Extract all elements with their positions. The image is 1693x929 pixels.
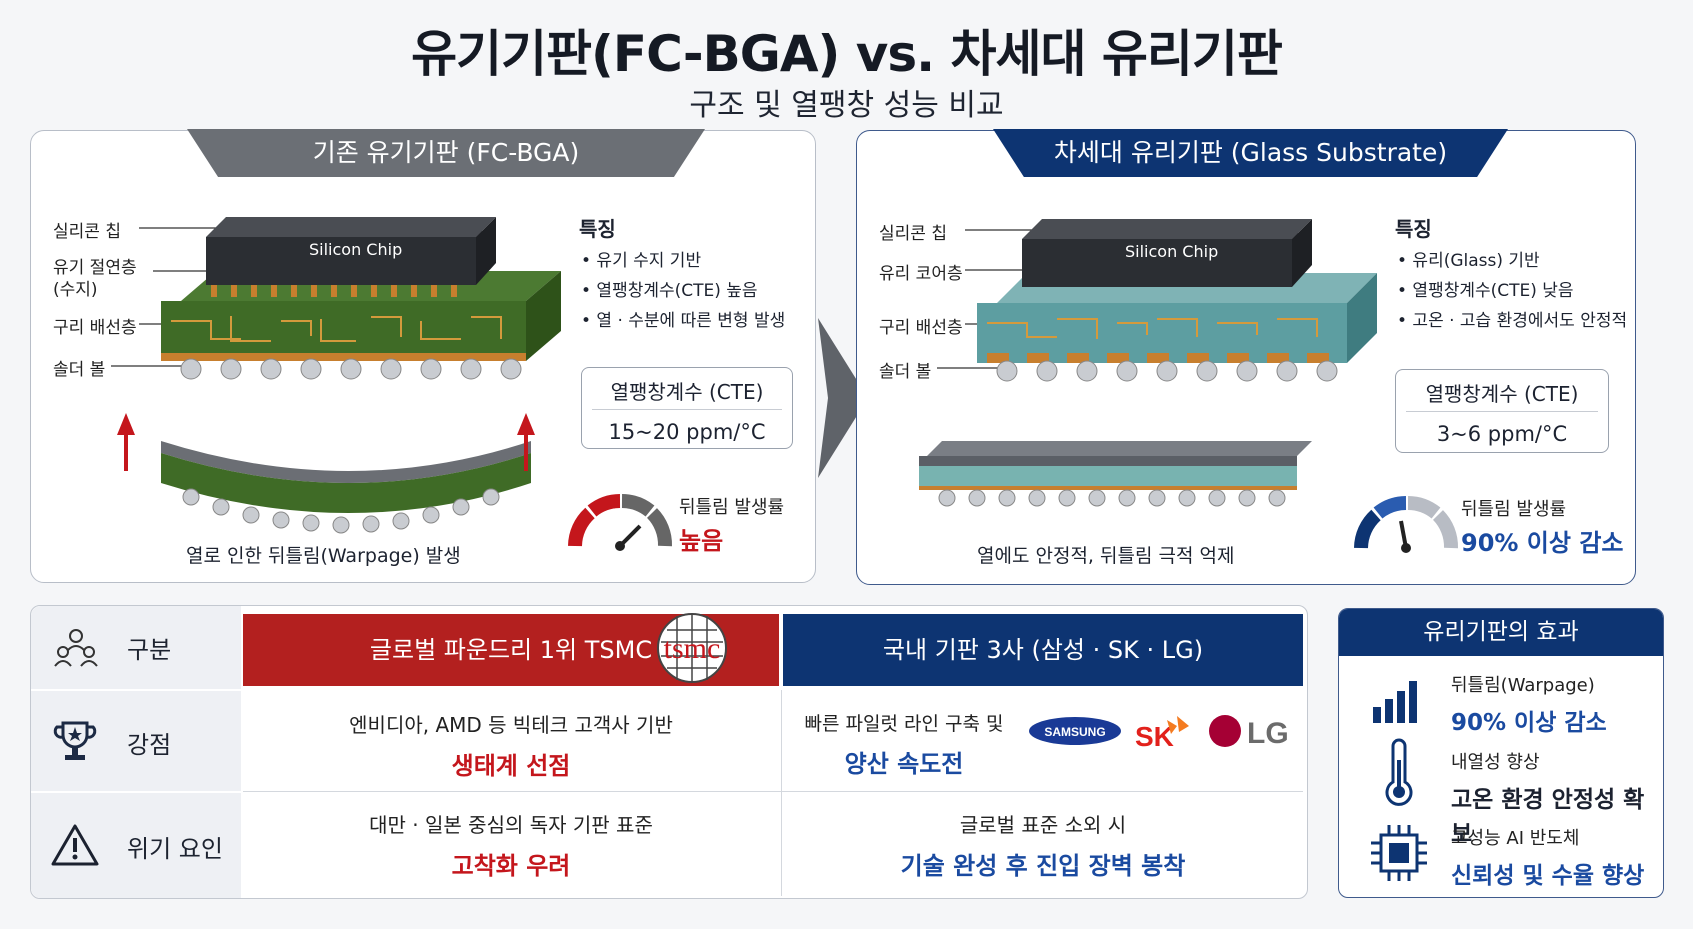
tsmc-strength-line2: 생태계 선점 bbox=[451, 752, 571, 780]
sk-logo-text: SK bbox=[1135, 721, 1174, 752]
organic-panel-header: 기존 유기기판 (FC-BGA) bbox=[187, 129, 705, 177]
lg-logo-icon bbox=[1209, 715, 1241, 747]
comparison-table: 구분 강점 위기 요인 글로벌 파운드리 1위 TSMC tsmc 국내 bbox=[30, 605, 1308, 899]
warpage-note: 열로 인한 뒤틀림(Warpage) 발생 bbox=[186, 545, 461, 567]
label-copper-layer: 구리 배선층 bbox=[879, 318, 963, 338]
glass-panel-header: 차세대 유리기판 (Glass Substrate) bbox=[993, 129, 1508, 177]
effect-value: 고온 환경 안정성 확보 bbox=[1451, 787, 1645, 847]
chip-label: Silicon Chip bbox=[1125, 242, 1219, 261]
glass-effects-panel: 유리기판의 효과 뒤틀림(Warpage) 90% 이상 감소 내열성 향상 고… bbox=[1338, 608, 1664, 898]
label-organic-insulator: 유기 절연층 (수지) bbox=[53, 258, 137, 300]
cte-value: 15~20 ppm/°C bbox=[608, 420, 766, 444]
thermometer-icon bbox=[1385, 738, 1413, 806]
korean-company-logos: SAMSUNG SK LG bbox=[1029, 715, 1289, 752]
glass-substrate-panel: 차세대 유리기판 (Glass Substrate) 실리콘 칩 유리 코어층 … bbox=[856, 129, 1636, 585]
effect-title: 뒤틀림(Warpage) bbox=[1451, 675, 1595, 696]
tsmc-risk-line2: 고착화 우려 bbox=[451, 852, 571, 880]
organic-substrate-panel: 기존 유기기판 (FC-BGA) 실리콘 칩 유기 절연층 (수지) 구리 배선… bbox=[30, 129, 816, 583]
organic-package-illustration bbox=[111, 217, 561, 534]
korea-strength-line1: 빠른 파일럿 라인 구축 및 bbox=[804, 713, 1004, 735]
warpage-rate-label: 뒤틀림 발생률 bbox=[679, 497, 785, 518]
features-title: 특징 bbox=[1395, 217, 1432, 241]
label-silicon-chip: 실리콘 칩 bbox=[879, 224, 947, 244]
row-header-strength: 강점 bbox=[31, 691, 241, 791]
effect-value: 신뢰성 및 수율 향상 bbox=[1451, 863, 1645, 889]
korea-strength-line2: 양산 속도전 bbox=[844, 750, 964, 778]
warpage-rate-label: 뒤틀림 발생률 bbox=[1461, 499, 1567, 520]
samsung-logo-text: SAMSUNG bbox=[1044, 725, 1105, 739]
label-silicon-chip: 실리콘 칩 bbox=[53, 222, 121, 242]
label-solder-ball: 솔더 볼 bbox=[53, 360, 106, 380]
cte-caption: 열팽창계수 (CTE) bbox=[592, 368, 782, 410]
label-copper-layer: 구리 배선층 bbox=[53, 318, 137, 338]
effect-title: 고성능 AI 반도체 bbox=[1451, 828, 1580, 849]
korea-risk-line2: 기술 완성 후 진입 장벽 봉착 bbox=[900, 852, 1186, 880]
korea-header-text: 국내 기판 3사 (삼성 · SK · LG) bbox=[882, 636, 1204, 664]
label-solder-ball: 솔더 볼 bbox=[879, 362, 932, 382]
cte-box: 열팽창계수 (CTE) 3~6 ppm/°C bbox=[1395, 369, 1609, 453]
korea-risk-cell: 글로벌 표준 소외 시 기술 완성 후 진입 장벽 봉착 bbox=[783, 809, 1303, 881]
effects-header: 유리기판의 효과 bbox=[1339, 609, 1663, 656]
glass-package-illustration bbox=[919, 219, 1377, 507]
samsung-logo-icon bbox=[1029, 717, 1121, 745]
cte-box: 열팽창계수 (CTE) 15~20 ppm/°C bbox=[581, 367, 793, 449]
row-label-strength: 강점 bbox=[127, 731, 172, 759]
people-icon bbox=[54, 629, 98, 667]
tsmc-logo-icon: tsmc bbox=[657, 613, 727, 683]
feature-item: • 열팽창계수(CTE) 낮음 bbox=[1397, 281, 1574, 301]
korea-strength-cell: 빠른 파일럿 라인 구축 및 양산 속도전 bbox=[789, 709, 1019, 779]
warpage-gauge-high bbox=[568, 494, 672, 551]
page-subtitle: 구조 및 열팽창 성능 비교 bbox=[689, 88, 1004, 123]
divider bbox=[243, 791, 1303, 792]
label-glass-core: 유리 코어층 bbox=[879, 264, 963, 284]
stability-note: 열에도 안정적, 뒤틀림 극적 억제 bbox=[977, 545, 1235, 567]
comparison-arrow-icon bbox=[818, 318, 868, 478]
row-label-risk: 위기 요인 bbox=[127, 835, 223, 863]
warpage-rate-value: 높음 bbox=[679, 527, 724, 555]
features-title: 특징 bbox=[579, 217, 616, 241]
lg-logo-text: LG bbox=[1247, 717, 1289, 750]
bar-chart-icon bbox=[1373, 681, 1417, 723]
effect-item-heat: 내열성 향상 고온 환경 안정성 확보 bbox=[1451, 748, 1663, 848]
tsmc-strength-cell: 엔비디아, AMD 등 빅테크 고객사 기반 생태계 선점 bbox=[243, 709, 779, 781]
tsmc-header-text: 글로벌 파운드리 1위 TSMC bbox=[369, 636, 653, 664]
cte-value: 3~6 ppm/°C bbox=[1436, 422, 1568, 446]
chip-icon bbox=[1371, 825, 1427, 881]
page-title: 유기기판(FC-BGA) vs. 차세대 유리기판 bbox=[411, 25, 1283, 83]
feature-item: • 고온 · 고습 환경에서도 안정적 bbox=[1397, 311, 1628, 331]
effect-item-ai-chip: 고성능 AI 반도체 신뢰성 및 수율 향상 bbox=[1451, 824, 1644, 890]
warning-icon bbox=[51, 824, 99, 866]
chip-label: Silicon Chip bbox=[309, 240, 403, 259]
feature-item: • 유기 수지 기반 bbox=[581, 251, 702, 271]
tsmc-logo-text: tsmc bbox=[664, 632, 721, 665]
effect-value: 90% 이상 감소 bbox=[1451, 710, 1607, 736]
tsmc-strength-line1: 엔비디아, AMD 등 빅테크 고객사 기반 bbox=[349, 713, 673, 737]
row-header-category: 구분 bbox=[31, 606, 241, 689]
tsmc-risk-cell: 대만 · 일본 중심의 독자 기판 표준 고착화 우려 bbox=[243, 809, 779, 881]
feature-item: • 열 · 수분에 따른 변형 발생 bbox=[581, 311, 786, 331]
feature-item: • 열팽창계수(CTE) 높음 bbox=[581, 281, 758, 301]
feature-item: • 유리(Glass) 기반 bbox=[1397, 251, 1540, 271]
row-header-risk: 위기 요인 bbox=[31, 793, 241, 898]
korea-column-header: 국내 기판 3사 (삼성 · SK · LG) bbox=[783, 614, 1303, 686]
sk-logo-icon bbox=[1167, 716, 1189, 734]
divider bbox=[781, 690, 782, 896]
korea-risk-line1: 글로벌 표준 소외 시 bbox=[959, 813, 1127, 837]
effect-item-warpage: 뒤틀림(Warpage) 90% 이상 감소 bbox=[1451, 671, 1607, 737]
warpage-gauge-low bbox=[1354, 496, 1458, 553]
tsmc-risk-line1: 대만 · 일본 중심의 독자 기판 표준 bbox=[369, 813, 653, 837]
trophy-icon bbox=[53, 721, 97, 760]
effect-title: 내열성 향상 bbox=[1451, 752, 1540, 773]
cte-caption: 열팽창계수 (CTE) bbox=[1406, 370, 1598, 412]
warpage-rate-value: 90% 이상 감소 bbox=[1461, 529, 1624, 557]
row-label-category: 구분 bbox=[127, 636, 172, 664]
